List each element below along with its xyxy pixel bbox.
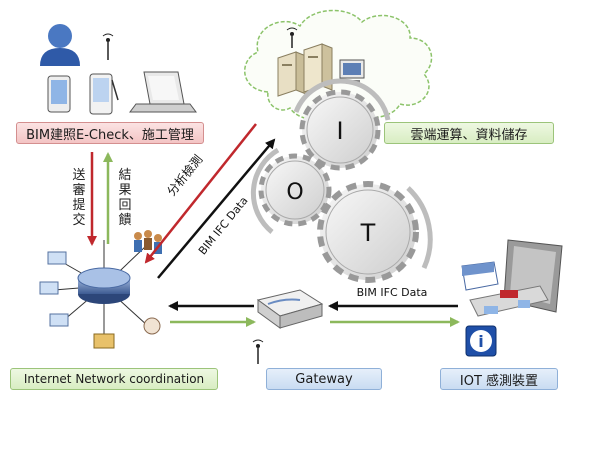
workstation-icon [39, 251, 161, 349]
router-icon [256, 289, 324, 329]
gateway-box: Gateway [266, 368, 382, 390]
label-submit: 送審提交 [72, 168, 86, 228]
network-label: Internet Network coordination [23, 372, 205, 386]
hub-icon [77, 267, 131, 304]
gear-arc-top [293, 78, 391, 121]
gear-i [299, 89, 381, 171]
gear-arc-right [406, 186, 433, 270]
info-glyph: i [478, 332, 483, 351]
iot-box: IOT 感測裝置 [440, 368, 558, 390]
laptop-icon [129, 71, 197, 113]
cloud-label: 雲端運算、資料儲存 [410, 127, 528, 143]
factory-icon [461, 239, 563, 317]
antenna-icon [286, 27, 298, 48]
gear-o [258, 153, 332, 227]
label-analysis: 分析檢測 [164, 152, 206, 199]
bim-check-box: BIM建照E-Check、施工管理 [16, 122, 204, 144]
user-icon [40, 24, 80, 66]
pda-icon [89, 73, 119, 115]
label-bim-ifc-2: BIM IFC Data [357, 286, 428, 299]
arrow-bim-ifc-up [157, 138, 276, 279]
arrow-analysis [144, 123, 257, 264]
network-box: Internet Network coordination [10, 368, 218, 390]
gear-i-label: I [336, 117, 343, 145]
iot-label: IOT 感測裝置 [459, 373, 539, 389]
info-icon [465, 325, 497, 357]
antenna-icon [252, 339, 264, 364]
gear-o-label: O [286, 180, 303, 205]
bim-check-label: BIM建照E-Check、施工管理 [26, 127, 194, 143]
server-icon [277, 43, 333, 97]
gear-t [317, 181, 419, 283]
monitor-icon [339, 59, 365, 84]
gear-t-label: T [360, 219, 376, 247]
label-feedback: 結果回饋 [118, 168, 132, 228]
smartphone-icon [47, 75, 71, 113]
gear-arc-left [250, 147, 280, 234]
label-bim-ifc-1: BIM IFC Data [196, 194, 251, 257]
antenna-icon [102, 33, 114, 60]
cloud-box: 雲端運算、資料儲存 [384, 122, 554, 144]
people-icon [134, 230, 162, 254]
gateway-label: Gateway [295, 371, 353, 387]
